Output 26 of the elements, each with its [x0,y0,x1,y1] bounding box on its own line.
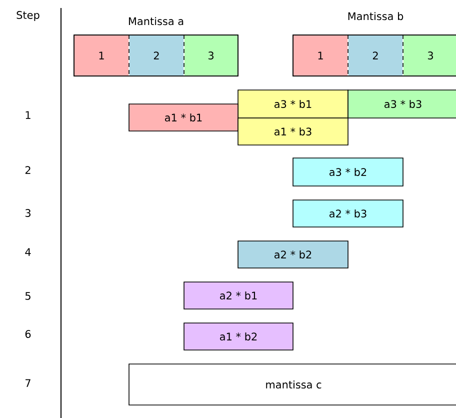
node-label: Mantissa b [348,12,404,20]
step-label: 4 [25,248,31,256]
product-box: a2 * b3 [292,200,404,228]
step-label: Step [16,11,40,21]
product-box: a1 * b3 [238,118,348,146]
step-label: 6 [25,330,31,338]
register-cell: 2 [130,36,184,76]
node-label: Mantissa a [128,17,184,26]
step-label: 1 [26,111,30,119]
step-label: 7 [26,379,30,387]
register-cell: 1 [74,36,128,76]
product-box: a3 * b3 [348,90,456,118]
product-box: a2 * b2 [238,240,348,268]
step-label: 2 [25,166,30,174]
step-label: 3 [25,209,30,217]
step-label: 5 [26,292,30,300]
register-cell: 1 [294,36,348,76]
register-cell: 2 [348,36,402,76]
product-box: mantissa c [128,364,456,406]
product-box: a1 * b2 [184,322,294,350]
product-box: a1 * b1 [128,104,238,132]
product-box: a3 * b1 [238,90,348,118]
product-box: a2 * b1 [184,282,294,310]
register-cell: 3 [404,36,456,76]
register-cell: 3 [184,36,238,76]
product-box: a3 * b2 [292,158,404,186]
